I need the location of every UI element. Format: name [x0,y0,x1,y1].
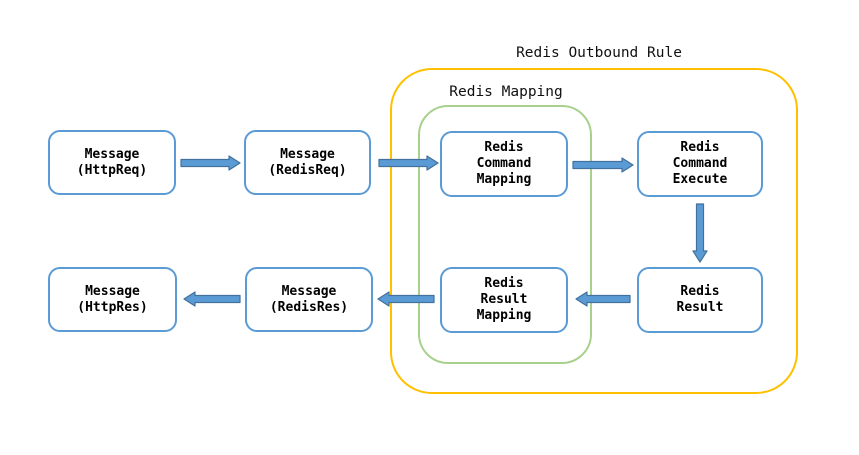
node-redis-result-mapping-label: Redis Result Mapping [476,276,532,323]
node-message-httpreq: Message (HttpReq) [48,130,176,195]
redis-mapping-label: Redis Mapping [449,84,563,100]
node-message-httpres: Message (HttpRes) [48,267,177,332]
node-redis-command-mapping: Redis Command Mapping [440,131,568,197]
node-redis-command-execute: Redis Command Execute [637,131,763,197]
redis-outbound-rule-label: Redis Outbound Rule [516,45,682,61]
node-redis-result-mapping: Redis Result Mapping [440,267,568,333]
arrow-redisreq-to-command-mapping [378,155,439,171]
node-redis-result-label: Redis Result [676,284,724,315]
arrow-execute-to-result [692,203,708,263]
arrow-redisres-to-httpres [183,291,241,307]
node-redis-command-execute-label: Redis Command Execute [672,140,728,187]
arrow-result-mapping-to-redisres [377,291,435,307]
node-redis-command-mapping-label: Redis Command Mapping [476,140,532,187]
arrow-httpreq-to-redisreq [180,155,241,171]
arrow-result-to-result-mapping [575,291,631,307]
arrow-command-mapping-to-execute [572,157,634,173]
node-message-redisreq-label: Message (RedisReq) [268,146,347,178]
redis-outbound-rule-group [390,68,798,394]
node-message-httpres-label: Message (HttpRes) [77,283,148,315]
node-message-httpreq-label: Message (HttpReq) [76,146,148,178]
node-message-redisreq: Message (RedisReq) [244,130,371,195]
node-message-redisres-label: Message (RedisRes) [269,283,349,315]
node-message-redisres: Message (RedisRes) [245,267,373,332]
redis-mapping-group [418,105,592,364]
node-redis-result: Redis Result [637,267,763,333]
